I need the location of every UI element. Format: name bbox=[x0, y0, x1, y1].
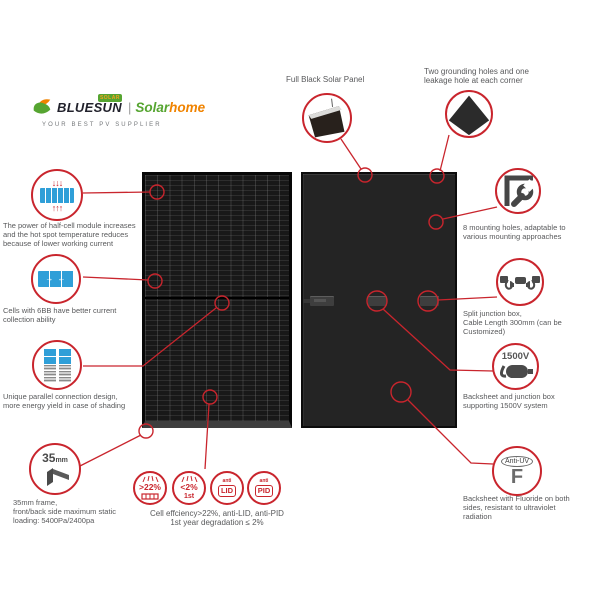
leaf-logo-icon bbox=[33, 99, 51, 114]
voltage-1500v-label: 1500V bbox=[501, 351, 530, 363]
wrench-frame-icon bbox=[504, 175, 536, 207]
brand-solar-badge: SOLAR bbox=[97, 93, 122, 102]
solar-panel-back-view bbox=[301, 172, 457, 428]
split-junction-box-icon bbox=[500, 276, 540, 290]
product-name-solar: Solar bbox=[135, 99, 170, 115]
anti-uv-note: Backsheet with Fluoride on both sides, r… bbox=[463, 494, 570, 521]
badges-caption: Cell effciency>22%, anti-LID, anti-PID 1… bbox=[150, 509, 284, 527]
current-up-arrows-icon: ↑↑↑ bbox=[51, 202, 63, 213]
parallel-connection-callout-circle bbox=[32, 340, 82, 390]
split-junction-note: Split junction box, Cable Length 300mm (… bbox=[463, 309, 562, 336]
split-junction-callout-circle bbox=[496, 258, 544, 306]
anti-pid-badge: anti PID bbox=[247, 471, 281, 505]
full-black-panel-label: Full Black Solar Panel bbox=[286, 75, 365, 84]
voltage-callout-circle: 1500V bbox=[492, 343, 539, 390]
anti-lid-badge: anti LID bbox=[210, 471, 244, 505]
brand-divider: | bbox=[127, 99, 132, 115]
junction-box-left bbox=[303, 296, 334, 306]
efficiency-value: >22% bbox=[139, 482, 161, 493]
anti-uv-callout-circle: Anti-UV F bbox=[492, 446, 542, 496]
fluoride-letter: F bbox=[510, 465, 524, 488]
junction-box-right bbox=[420, 296, 439, 306]
mounting-holes-callout-circle bbox=[495, 168, 541, 214]
sun-rays-icon bbox=[142, 476, 159, 483]
half-cell-note: The power of half-cell module increases … bbox=[3, 221, 136, 248]
brand-logo: BLUESUN SOLAR | Solar home YOUR BEST PV … bbox=[30, 93, 206, 128]
voltage-note: Backsheet and junction box supporting 15… bbox=[463, 392, 555, 410]
full-black-panel-magnifier bbox=[302, 93, 352, 143]
brand-tagline: YOUR BEST PV SUPPLIER bbox=[42, 122, 162, 128]
half-cell-strip-icon bbox=[40, 187, 74, 203]
lid-label: LID bbox=[217, 485, 237, 497]
panel-corner-3d-icon bbox=[308, 98, 345, 138]
junction-box-middle bbox=[368, 296, 387, 306]
frame-callout-circle: 35mm bbox=[29, 443, 81, 495]
current-down-arrows-icon: ↓↓↓ bbox=[51, 177, 63, 188]
anti-uv-oval-label: Anti-UV bbox=[500, 455, 534, 467]
brand-name-text: BLUESUN bbox=[57, 99, 122, 115]
frame-corner-icon bbox=[47, 468, 69, 486]
pid-label: PID bbox=[254, 485, 274, 497]
six-bb-callout-circle: → ← bbox=[31, 254, 81, 304]
product-name-home: home bbox=[169, 99, 206, 115]
efficiency-badge: >22% bbox=[133, 471, 167, 505]
parallel-cells-icon bbox=[43, 348, 71, 382]
grounding-holes-magnifier bbox=[445, 90, 493, 138]
half-cell-callout-circle: ↓↓↓ ↑↑↑ bbox=[31, 169, 83, 221]
sun-rays-icon bbox=[181, 476, 198, 483]
cell-icon bbox=[141, 493, 159, 500]
degradation-badge: <2% 1st bbox=[172, 471, 206, 505]
anti-label: anti bbox=[222, 478, 232, 485]
busbar-cells-icon: → ← bbox=[38, 271, 74, 287]
anti-label: anti bbox=[259, 478, 269, 485]
degradation-value: <2% bbox=[180, 482, 198, 493]
panel-corner-underside-icon bbox=[448, 95, 490, 136]
brand-name: BLUESUN SOLAR bbox=[57, 93, 122, 115]
frame-35mm-label: 35mm bbox=[42, 451, 68, 465]
mounting-holes-note: 8 mounting holes, adaptable to various m… bbox=[463, 223, 566, 241]
inward-arrows-icon: → ← bbox=[45, 274, 67, 283]
panel-half-cut-line bbox=[145, 297, 289, 299]
grounding-holes-label: Two grounding holes and one leakage hole… bbox=[424, 67, 529, 85]
solar-panel-front-view bbox=[142, 172, 292, 428]
junction-box-cable-icon bbox=[499, 364, 533, 378]
degradation-year: 1st bbox=[183, 492, 195, 500]
parallel-connection-note: Unique parallel connection design, more … bbox=[3, 392, 126, 410]
six-bb-note: Cells with 6BB have better current colle… bbox=[3, 306, 117, 324]
frame-note: 35mm frame, front/back side maximum stat… bbox=[13, 498, 116, 525]
